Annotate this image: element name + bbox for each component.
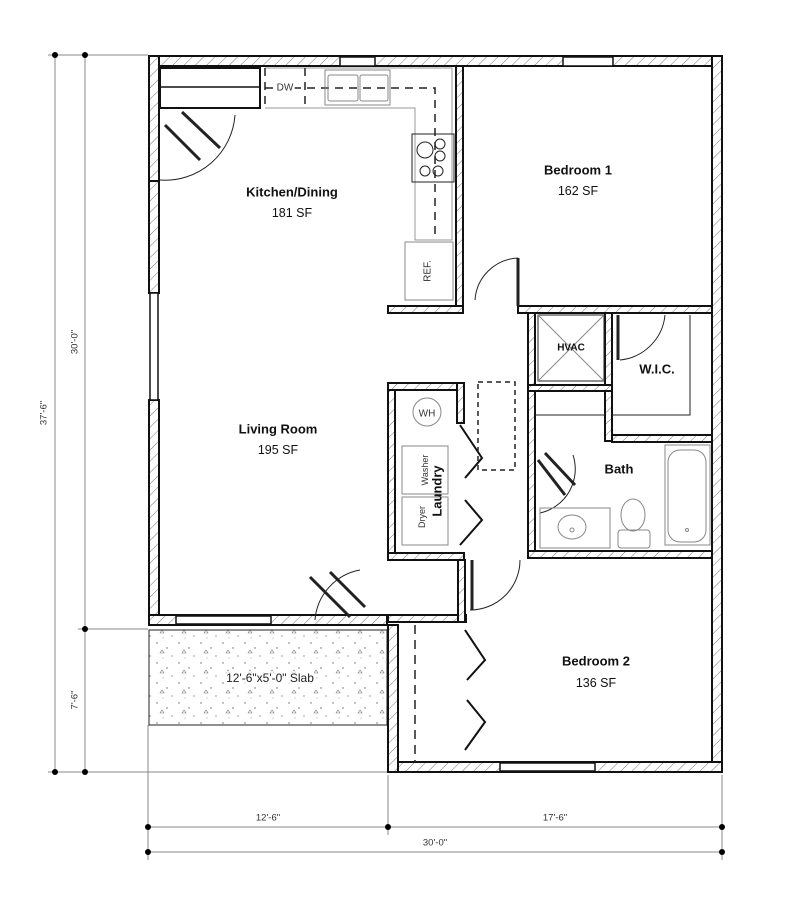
stove bbox=[411, 133, 455, 183]
pantry bbox=[159, 67, 261, 109]
wic-shelf bbox=[612, 315, 691, 416]
interior-walls bbox=[387, 65, 713, 623]
dryer-label: Dryer bbox=[417, 506, 427, 528]
room-label-living-room: Living Room bbox=[238, 421, 318, 437]
room-area-kitchen-dining: 181 SF bbox=[271, 206, 313, 220]
laundry-appliances bbox=[401, 397, 449, 546]
refrigerator bbox=[404, 241, 454, 301]
kitchen-counters bbox=[265, 67, 453, 241]
hvac-label: HVAC bbox=[557, 342, 585, 354]
dim-left-overall: 37'-6" bbox=[38, 400, 50, 426]
windows bbox=[149, 56, 614, 772]
attic-access bbox=[477, 381, 516, 471]
kitchen-sink bbox=[324, 69, 391, 106]
room-area-living-room: 195 SF bbox=[257, 443, 299, 457]
bifold-doors bbox=[459, 424, 487, 751]
dimension-lines bbox=[48, 54, 723, 860]
dishwasher-label: DW bbox=[275, 82, 295, 94]
room-label-kitchen-dining: Kitchen/Dining bbox=[246, 184, 338, 200]
refrigerator-label: REF. bbox=[422, 260, 434, 282]
room-area-bedroom-2: 136 SF bbox=[575, 676, 617, 690]
room-label-wic: W.I.C. bbox=[639, 361, 675, 377]
room-label-laundry: Laundry bbox=[429, 465, 445, 517]
slab-label: 12'-6"x5'-0" Slab bbox=[226, 671, 314, 685]
dim-bottom-overall: 30'-0" bbox=[422, 837, 448, 849]
dim-bottom-right: 17'-6" bbox=[542, 812, 568, 824]
washer-label: Washer bbox=[420, 454, 430, 486]
dim-bottom-left: 12'-6" bbox=[255, 812, 281, 824]
room-label-bath: Bath bbox=[604, 461, 634, 477]
dim-left-slab: 7'-6" bbox=[69, 690, 81, 710]
doors bbox=[159, 110, 666, 621]
dim-left-house: 30'-0" bbox=[69, 329, 81, 355]
hvac-unit bbox=[537, 314, 605, 382]
dimension-dots bbox=[52, 52, 725, 855]
room-label-bedroom-1: Bedroom 1 bbox=[544, 162, 612, 178]
counter-dashed-line bbox=[264, 68, 436, 240]
bath-fixtures bbox=[539, 444, 711, 549]
room-area-bedroom-1: 162 SF bbox=[557, 184, 599, 198]
water-heater-label: WH bbox=[418, 408, 436, 420]
room-label-bedroom-2: Bedroom 2 bbox=[562, 653, 630, 669]
